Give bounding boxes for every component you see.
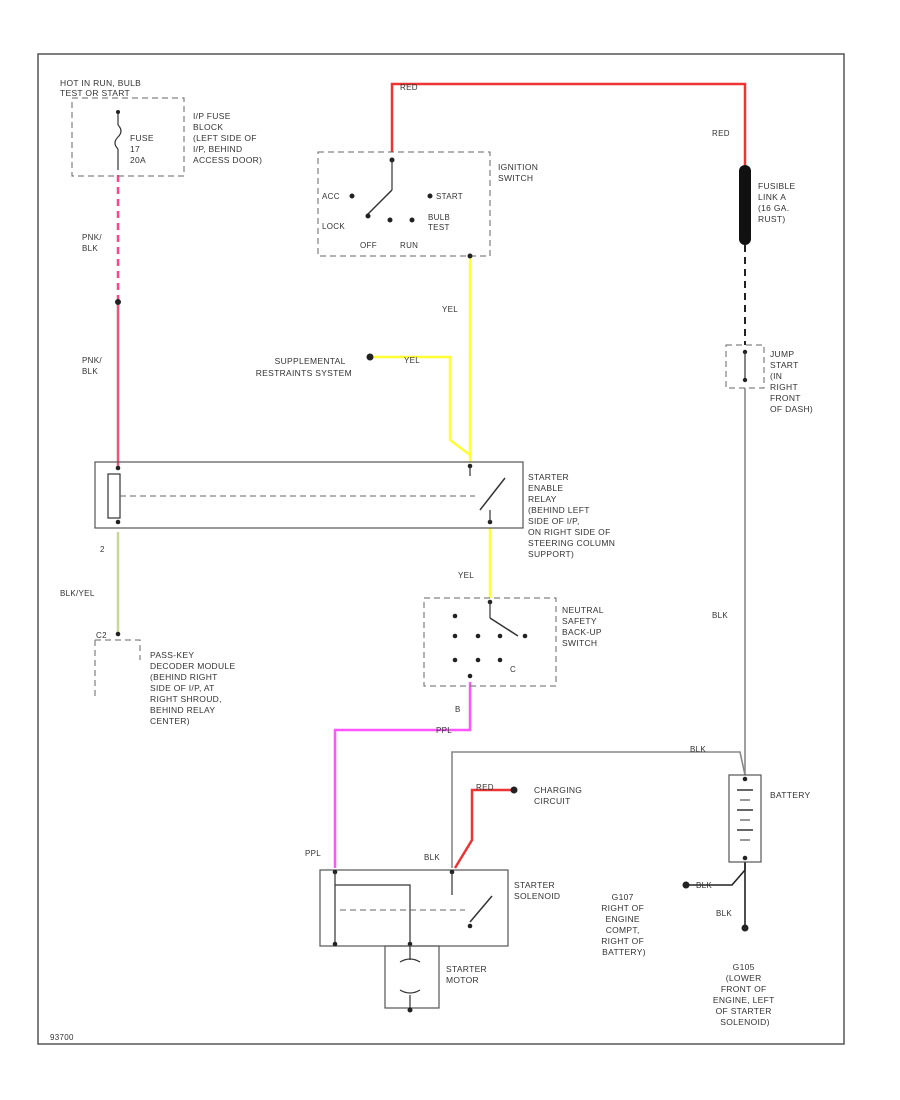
ign-lock-label: LOCK xyxy=(322,222,345,231)
wire-label-blk-yel: BLK/YEL xyxy=(60,589,95,598)
wire-label-blk-solenoid: BLK xyxy=(424,853,440,862)
wire-blk-top xyxy=(451,751,746,868)
wire-ppl xyxy=(333,682,472,868)
neutral-switch-box xyxy=(423,597,557,687)
ground1-dot xyxy=(682,881,690,889)
ign-run-label: RUN xyxy=(400,241,418,250)
neutral-switch-label: NEUTRAL SAFETY BACK-UP SWITCH xyxy=(562,605,606,648)
hot-label: HOT IN RUN, BULB TEST OR START xyxy=(60,78,144,98)
pin-label-passkey: C2 xyxy=(96,631,107,640)
wire-label-blk-ground1: BLK xyxy=(696,881,712,890)
srs-connector-dot xyxy=(366,353,374,361)
wire-red-solenoid xyxy=(453,788,512,869)
charging-label: CHARGING CIRCUIT xyxy=(534,785,585,806)
junction-box xyxy=(725,344,765,389)
starter-solenoid-box xyxy=(319,869,509,947)
starter-motor-label: STARTER MOTOR xyxy=(446,964,490,985)
motor-icon xyxy=(399,946,421,1013)
srs-label: SUPPLEMENTAL RESTRAINTS SYSTEM xyxy=(256,356,352,378)
passkey-connector-dot xyxy=(115,631,121,637)
pin-label-relay: 2 xyxy=(100,545,105,554)
wire-label-blk-right: BLK xyxy=(712,611,728,620)
battery-icon xyxy=(728,774,762,863)
wire-label-blk-top: BLK xyxy=(690,745,706,754)
fuse-block-box xyxy=(71,97,185,177)
ign-acc-label: ACC xyxy=(322,192,340,201)
fuse-label: FUSE 17 20A xyxy=(130,133,157,165)
charging-connector-dot xyxy=(510,786,518,794)
neutral-switch-contacts xyxy=(452,599,528,679)
wire-label-red-right: RED xyxy=(712,129,730,138)
wire-label-pnk-blk-1: PNK/ BLK xyxy=(82,233,104,253)
starter-solenoid-label: STARTER SOLENOID xyxy=(514,880,560,901)
ignition-switch-contacts xyxy=(349,157,473,259)
wire-label-ppl-1: PPL xyxy=(436,726,452,735)
battery-cells xyxy=(737,776,753,861)
ign-off-label: OFF xyxy=(360,241,377,250)
footer-code: 93700 xyxy=(50,1033,74,1042)
pin-label-neutral-c: C xyxy=(510,665,516,674)
ignition-switch-label: IGNITION SWITCH xyxy=(498,162,541,183)
solenoid-contacts xyxy=(332,869,493,947)
wire-red-top xyxy=(390,82,747,165)
ground2-label: G105 (LOWER FRONT OF ENGINE, LEFT OF STA… xyxy=(713,962,777,1027)
starter-motor-box xyxy=(384,945,440,1009)
wire-label-yel-1: YEL xyxy=(442,305,458,314)
battery-label: BATTERY xyxy=(770,790,811,800)
wire-label-red-solenoid: RED xyxy=(476,783,494,792)
ground2-dot xyxy=(741,924,749,932)
wire-label-red-top: RED xyxy=(400,83,418,92)
wire-yel-srs xyxy=(372,355,471,456)
fusible-link-icon xyxy=(739,165,751,245)
starter-relay-box xyxy=(94,461,524,529)
ign-bulb-test-label: BULB TEST xyxy=(428,213,453,232)
junction-contacts xyxy=(742,349,748,383)
passkey-label: PASS-KEY DECODER MODULE (BEHIND RIGHT SI… xyxy=(150,650,238,726)
wire-label-pnk-blk-2: PNK/ BLK xyxy=(82,356,104,376)
wire-label-yel-srs: YEL xyxy=(404,356,420,365)
junction-label: JUMP START (IN RIGHT FRONT OF DASH) xyxy=(770,349,813,414)
diagram-frame xyxy=(37,53,845,1045)
ignition-switch-box xyxy=(317,151,491,257)
wire-label-yel-2: YEL xyxy=(458,571,474,580)
fusible-link-label: FUSIBLE LINK A (16 GA. RUST) xyxy=(758,181,798,224)
fuse-block-label: I/P FUSE BLOCK (LEFT SIDE OF I/P, BEHIND… xyxy=(193,111,262,165)
fuse-icon xyxy=(114,110,122,170)
passkey-box xyxy=(94,639,141,700)
starter-relay-label: STARTER ENABLE RELAY (BEHIND LEFT SIDE O… xyxy=(528,472,618,559)
ign-start-label: START xyxy=(436,192,463,201)
ground1-label: G107 RIGHT OF ENGINE COMPT, RIGHT OF BAT… xyxy=(601,892,647,957)
splice-dot xyxy=(115,299,121,305)
relay-coil-icon xyxy=(107,463,506,525)
pin-label-neutral: B xyxy=(455,705,461,714)
wire-label-blk-ground2: BLK xyxy=(716,909,732,918)
wire-label-ppl-2: PPL xyxy=(305,849,321,858)
